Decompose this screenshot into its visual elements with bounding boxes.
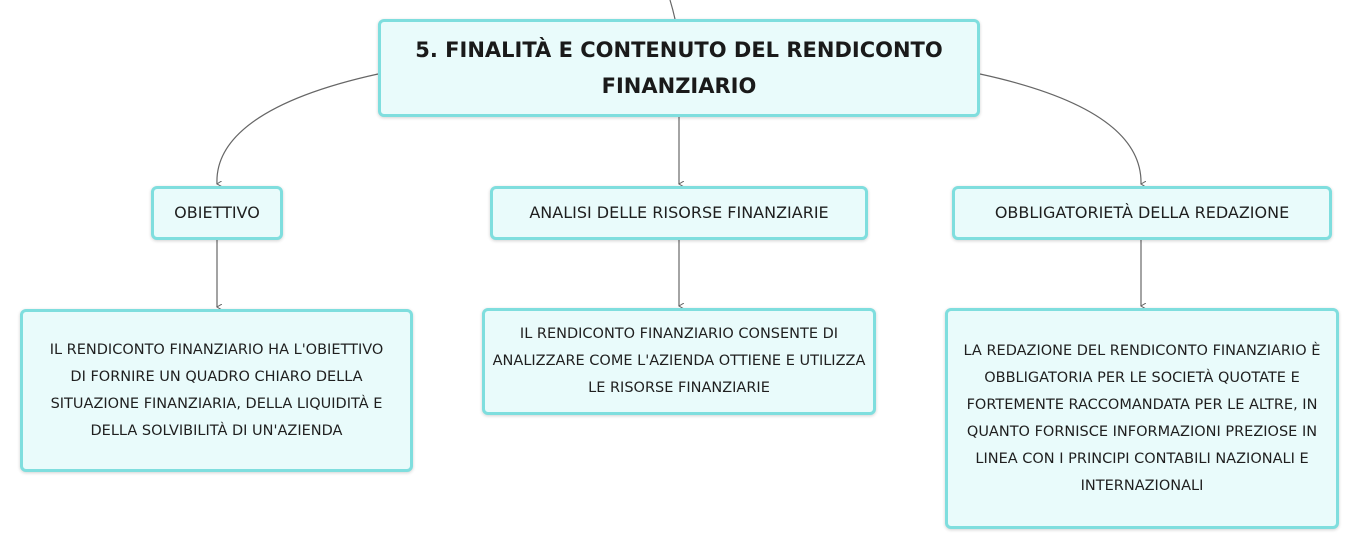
central-topic-title: 5. FINALITÀ E CONTENUTO DEL RENDICONTO F…: [415, 38, 943, 98]
connector-central-obblig: [979, 73, 1141, 184]
connector-central-obiettivo: [217, 73, 379, 184]
topic-obiettivo-label: OBIETTIVO: [174, 203, 260, 222]
subtopic-analisi-detail[interactable]: IL RENDICONTO FINANZIARIO CONSENTE DI AN…: [482, 308, 876, 415]
topic-obbligatorieta[interactable]: OBBLIGATORIETÀ DELLA REDAZIONE: [952, 186, 1332, 240]
subtopic-obbligatorieta-detail[interactable]: LA REDAZIONE DEL RENDICONTO FINANZIARIO …: [945, 308, 1339, 529]
subtopic-obiettivo-detail[interactable]: IL RENDICONTO FINANZIARIO HA L'OBIETTIVO…: [20, 309, 413, 472]
subtopic-analisi-text: IL RENDICONTO FINANZIARIO CONSENTE DI AN…: [492, 326, 866, 396]
topic-analisi-risorse[interactable]: ANALISI DELLE RISORSE FINANZIARIE: [490, 186, 868, 240]
topic-analisi-risorse-label: ANALISI DELLE RISORSE FINANZIARIE: [529, 203, 829, 222]
subtopic-obiettivo-text: IL RENDICONTO FINANZIARIO HA L'OBIETTIVO…: [49, 341, 384, 439]
subtopic-obbligatorieta-text: LA REDAZIONE DEL RENDICONTO FINANZIARIO …: [963, 342, 1321, 494]
topic-obiettivo[interactable]: OBIETTIVO: [151, 186, 283, 240]
parent-connector: [669, 0, 676, 20]
topic-obbligatorieta-label: OBBLIGATORIETÀ DELLA REDAZIONE: [994, 203, 1290, 222]
central-topic[interactable]: 5. FINALITÀ E CONTENUTO DEL RENDICONTO F…: [378, 19, 980, 117]
